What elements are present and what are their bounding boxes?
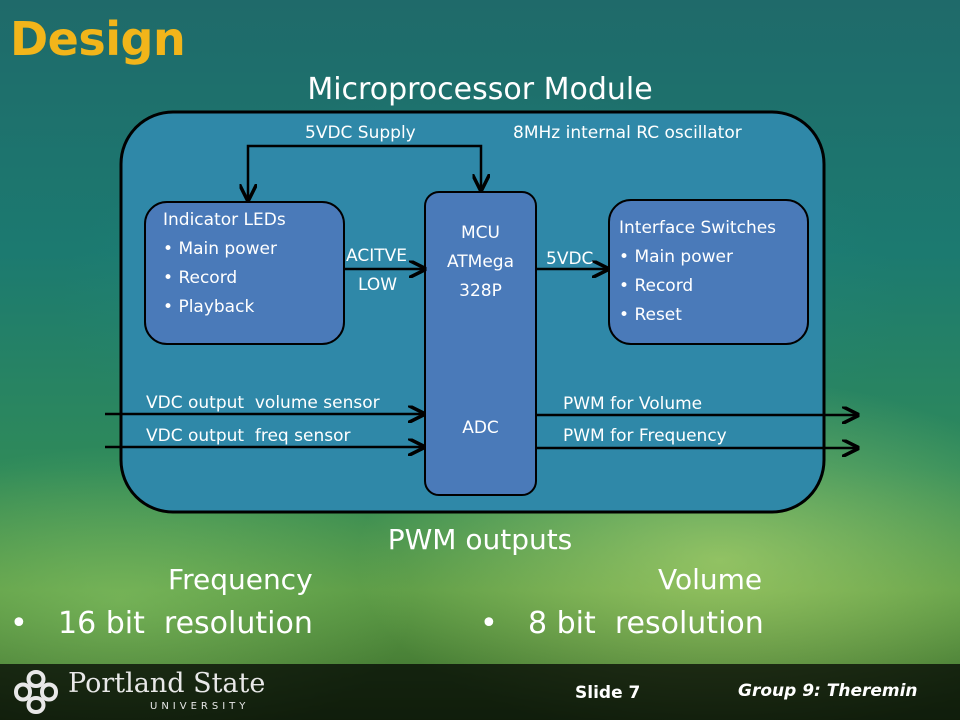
university-logo-icon <box>13 669 59 715</box>
indicator-leds-text: Indicator LEDs Main power Record Playbac… <box>163 206 286 322</box>
indicator-item: Main power <box>163 235 286 264</box>
volume-resolution: 8 bit resolution <box>528 606 764 641</box>
indicator-heading: Indicator LEDs <box>163 210 286 230</box>
group-label: Group 9: Theremin <box>738 681 918 701</box>
pwm-frequency-label: PWM for Frequency <box>563 426 727 446</box>
mcu-label: MCU ATMega 328P <box>425 219 536 306</box>
university-name: Portland State <box>68 668 266 699</box>
interface-switches-text: Interface Switches Main power Record Res… <box>619 214 776 330</box>
volume-heading: Volume <box>658 563 763 596</box>
volume-sensor-label: VDC output volume sensor <box>146 393 380 413</box>
university-subtitle: UNIVERSITY <box>150 701 250 712</box>
pwm-outputs-heading: PWM outputs <box>387 523 573 556</box>
oscillator-label: 8MHz internal RC oscillator <box>513 123 742 143</box>
pwm-volume-label: PWM for Volume <box>563 394 703 414</box>
interface-item: Reset <box>619 301 776 330</box>
mcu-line: ATMega <box>446 252 515 272</box>
vdc-label: 5VDC <box>546 249 594 269</box>
supply-line <box>248 144 481 198</box>
frequency-bullet-dot: • <box>10 606 28 641</box>
slide-title: Design <box>10 12 186 66</box>
frequency-resolution: 16 bit resolution <box>58 606 313 641</box>
module-title: Microprocessor Module <box>307 72 653 107</box>
footer-bar <box>0 664 960 720</box>
interface-item: Main power <box>619 243 776 272</box>
adc-label: ADC <box>462 418 499 438</box>
active-label-line1: ACITVE <box>346 246 407 266</box>
supply-label: 5VDC Supply <box>305 123 416 143</box>
mcu-line: 328P <box>459 281 502 301</box>
indicator-item: Record <box>163 264 286 293</box>
interface-heading: Interface Switches <box>619 218 777 238</box>
slide-number: Slide 7 <box>575 683 641 703</box>
freq-sensor-label: VDC output freq sensor <box>146 426 351 446</box>
indicator-item: Playback <box>163 293 286 322</box>
interface-item: Record <box>619 272 776 301</box>
frequency-heading: Frequency <box>168 563 313 596</box>
volume-bullet-dot: • <box>480 606 498 641</box>
active-label-line2: LOW <box>358 275 398 295</box>
mcu-line: MCU <box>461 223 500 243</box>
